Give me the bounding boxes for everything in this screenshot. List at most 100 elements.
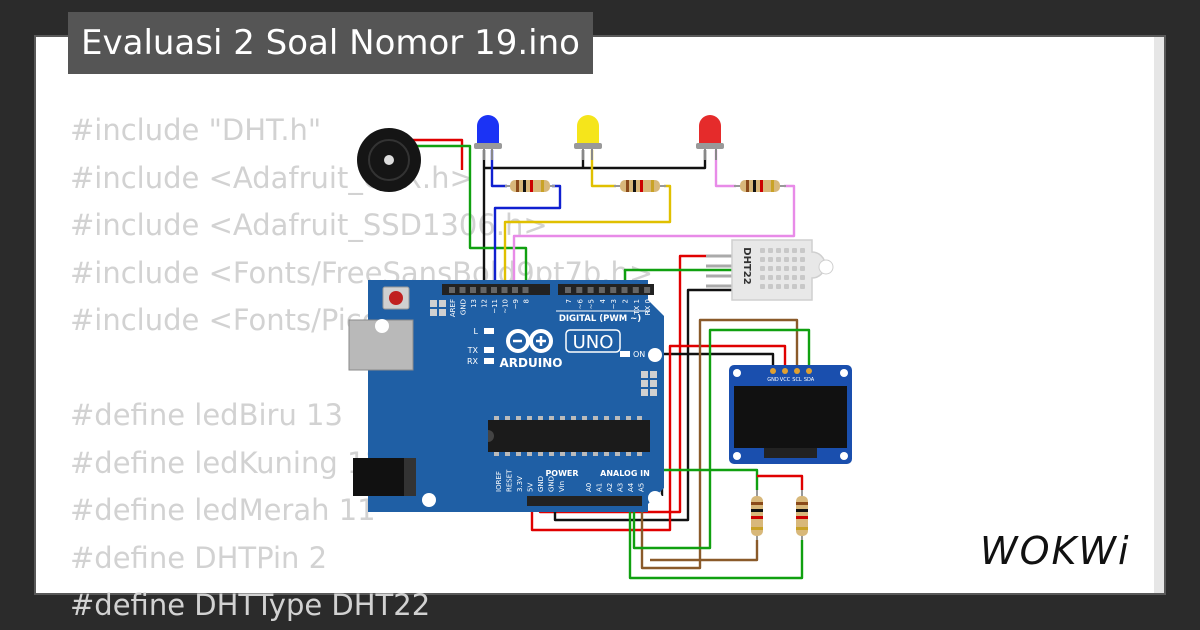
wire-pullup-green bbox=[628, 468, 804, 580]
dht-vent bbox=[760, 275, 765, 280]
power-pin-label: 5V bbox=[527, 483, 535, 492]
buzzer[interactable] bbox=[357, 128, 421, 192]
code-editor: #include "DHT.h" #include <Adafruit_GFX.… bbox=[70, 107, 653, 630]
wire-buzzer-green bbox=[405, 144, 528, 290]
chip-pin bbox=[615, 416, 620, 420]
status-led-label: TX bbox=[467, 346, 479, 355]
dht-vent bbox=[784, 248, 789, 253]
header-pin bbox=[449, 287, 455, 293]
header-pin bbox=[565, 287, 571, 293]
dht-vent bbox=[792, 257, 797, 262]
power-pin-label: GND bbox=[537, 476, 545, 492]
chip-pin bbox=[538, 416, 543, 420]
led-yellow[interactable] bbox=[574, 115, 602, 160]
code-line: #include "DHT.h" bbox=[70, 113, 322, 147]
pullup-resistor-1[interactable] bbox=[751, 490, 763, 540]
analog-pin-label: A0 bbox=[585, 483, 593, 492]
header-pin bbox=[587, 287, 594, 293]
chip-pin bbox=[593, 452, 598, 456]
pin-label: ~11 bbox=[491, 299, 499, 314]
on-led-label: ON bbox=[633, 350, 645, 359]
dht-vent bbox=[784, 257, 789, 262]
led-red[interactable] bbox=[696, 115, 724, 160]
dht-vent bbox=[776, 266, 781, 271]
status-led-label: RX bbox=[467, 357, 479, 366]
header-pin bbox=[522, 287, 529, 293]
pin-label: 7 bbox=[565, 299, 573, 303]
analog-pin-label: A1 bbox=[596, 483, 604, 492]
oled-display[interactable]: GND VCC SCL SDA bbox=[729, 365, 852, 464]
analog-pin-label: A5 bbox=[638, 483, 646, 492]
chip-pin bbox=[527, 416, 532, 420]
wire-oled-sda bbox=[632, 328, 811, 550]
dht-vent bbox=[776, 275, 781, 280]
oled-pin-label: SCL bbox=[792, 377, 802, 383]
chip-pin bbox=[516, 416, 521, 420]
dht-vent bbox=[792, 248, 797, 253]
wire-gnd-led-bus bbox=[484, 150, 707, 170]
code-line: #define ledBiru 13 bbox=[70, 398, 343, 432]
pin-label: 8 bbox=[523, 299, 531, 303]
header-pin bbox=[621, 287, 628, 293]
pin-label: ~6 bbox=[576, 298, 584, 309]
dht-vent bbox=[776, 248, 781, 253]
chip-pin bbox=[505, 452, 510, 456]
analog-header-label: ANALOG IN bbox=[600, 469, 650, 478]
wire-blue-led bbox=[490, 150, 507, 188]
resistor-red[interactable] bbox=[734, 180, 786, 192]
dht-vent bbox=[760, 266, 765, 271]
analog-pin-label: A4 bbox=[627, 482, 635, 492]
led-blue[interactable] bbox=[474, 115, 502, 160]
code-line: #include <Fonts/Pico... bbox=[70, 303, 407, 337]
wire-yellow-resistor bbox=[503, 184, 672, 290]
chip-pin bbox=[494, 452, 499, 456]
power-pin-label: RESET bbox=[506, 469, 514, 492]
arduino-logo-text: ARDUINO bbox=[500, 356, 563, 370]
dht-vent bbox=[792, 284, 797, 289]
chip-pin bbox=[615, 452, 620, 456]
chip-pin bbox=[582, 452, 587, 456]
project-title: Evaluasi 2 Soal Nomor 19.ino bbox=[68, 12, 593, 74]
arduino-infinity-logo bbox=[506, 329, 553, 353]
resistor-yellow[interactable] bbox=[614, 180, 666, 192]
header-pin bbox=[480, 287, 487, 293]
pullup-resistor-2[interactable] bbox=[796, 490, 808, 540]
oled-pin-label: SDA bbox=[804, 377, 815, 383]
header-pin bbox=[501, 287, 508, 293]
chip-pin bbox=[494, 416, 499, 420]
dht-vent bbox=[760, 284, 765, 289]
header-pin bbox=[644, 287, 651, 293]
wire-oled-scl bbox=[640, 318, 799, 570]
dht-vent bbox=[800, 257, 805, 262]
code-line: #include <Adafruit_GFX.h> bbox=[70, 160, 474, 195]
chip-pin bbox=[637, 416, 642, 420]
wire-pullup-brown bbox=[650, 540, 759, 562]
status-led bbox=[484, 328, 494, 334]
dht-vent bbox=[760, 248, 765, 253]
dht-vent bbox=[800, 284, 805, 289]
chip-pin bbox=[505, 416, 510, 420]
header-pin bbox=[470, 287, 476, 293]
wire-buzzer-red bbox=[405, 138, 464, 170]
code-line: #include <Adafruit_SSD1306.h> bbox=[70, 208, 548, 242]
header-pin bbox=[491, 287, 497, 293]
wire-yellow-led bbox=[590, 150, 616, 188]
dht-vent bbox=[800, 248, 805, 253]
chip-pin bbox=[549, 416, 554, 420]
dht-vent bbox=[784, 275, 789, 280]
chip-pin bbox=[637, 452, 642, 456]
dht-vent bbox=[768, 275, 773, 280]
analog-pin-label: A3 bbox=[617, 483, 625, 492]
dht-vent bbox=[792, 275, 797, 280]
pin-label: ~5 bbox=[588, 299, 596, 309]
resistor-blue[interactable] bbox=[505, 180, 555, 192]
oled-pin-label: GND bbox=[767, 377, 779, 383]
pin-label: ~10 bbox=[502, 299, 510, 314]
dht-vent bbox=[776, 284, 781, 289]
chip-pin bbox=[560, 416, 565, 420]
dht22-sensor[interactable]: DHT22 bbox=[706, 239, 834, 301]
analog-pin-label: A2 bbox=[606, 483, 614, 492]
chip-pin bbox=[527, 452, 532, 456]
